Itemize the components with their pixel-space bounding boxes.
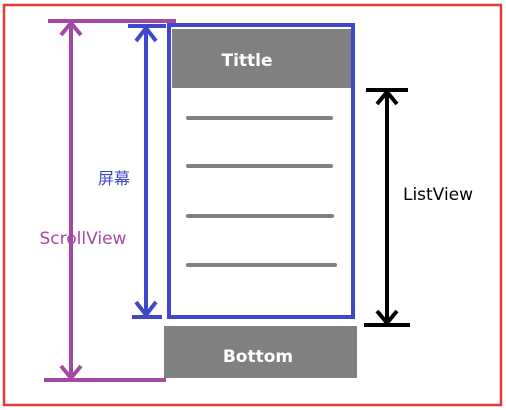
scrollview-label: ScrollView (40, 229, 127, 249)
title-bar (172, 29, 351, 88)
screen-dimension-arrow (128, 24, 166, 319)
listview-dimension-arrow (364, 88, 410, 327)
screen-label: 屏幕 (98, 169, 130, 188)
scrollview-dimension-arrow (44, 19, 176, 382)
list-items (186, 116, 337, 267)
outer-border (2, 3, 503, 407)
bottom-bar (164, 326, 357, 378)
listview-label: ListView (403, 185, 473, 205)
bottom-bar-label: Bottom (223, 347, 293, 367)
title-bar-label: Tittle (221, 51, 272, 71)
screen-frame (167, 23, 355, 319)
